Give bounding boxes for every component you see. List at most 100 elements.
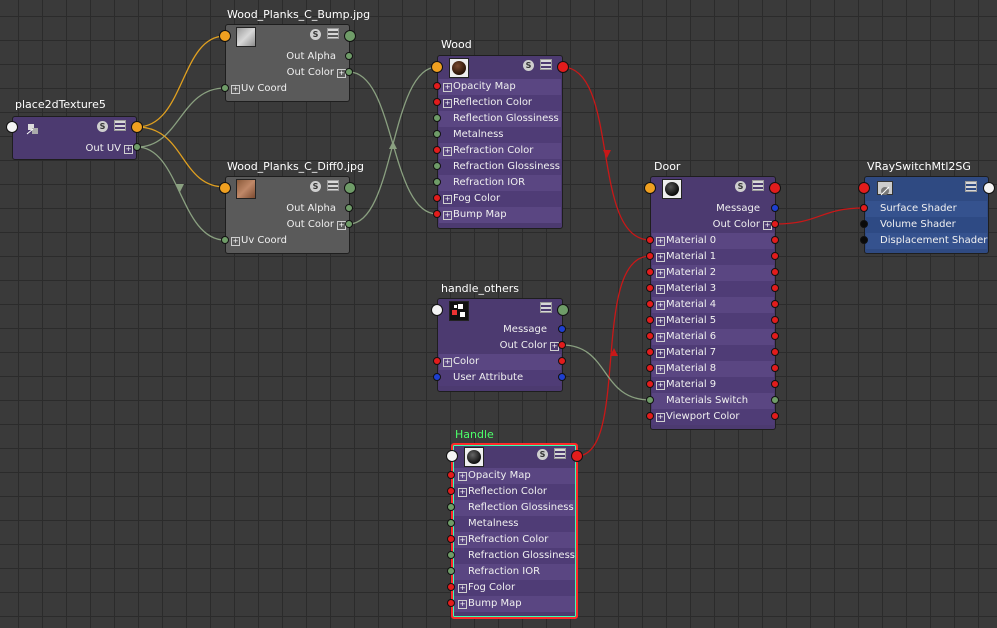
expand-icon[interactable]: + — [656, 333, 665, 342]
handleothers-outcolor-port[interactable] — [558, 341, 566, 349]
expand-icon[interactable]: + — [443, 358, 452, 367]
expand-icon[interactable]: + — [656, 253, 665, 262]
bump-outcolor-port[interactable] — [345, 68, 353, 76]
wood-metalness-port[interactable] — [433, 130, 441, 138]
door-mat3-in-port[interactable] — [646, 284, 654, 292]
door-outcolor-port[interactable] — [771, 220, 779, 228]
handle-reflcolor-port[interactable] — [447, 487, 455, 495]
expand-icon[interactable]: + — [656, 285, 665, 294]
door-mat1-in-port[interactable] — [646, 252, 654, 260]
door-mat0-out-port[interactable] — [771, 236, 779, 244]
wood-reflcolor-port[interactable] — [433, 98, 441, 106]
door-mat5-out-port[interactable] — [771, 316, 779, 324]
handleothers-input-port[interactable] — [431, 304, 443, 316]
door-mat4-in-port[interactable] — [646, 300, 654, 308]
expand-icon[interactable]: + — [443, 83, 452, 92]
expand-icon[interactable]: + — [458, 472, 467, 481]
handle-fogcolor-port[interactable] — [447, 583, 455, 591]
handle-metalness-port[interactable] — [447, 519, 455, 527]
door-mat9-in-port[interactable] — [646, 380, 654, 388]
expand-icon[interactable]: + — [443, 211, 452, 220]
vray-input-port[interactable] — [858, 182, 870, 194]
attr-menu-icon[interactable] — [554, 448, 566, 459]
swatch-s-icon[interactable]: S — [310, 181, 321, 192]
wood-refrgloss-port[interactable] — [433, 162, 441, 170]
swatch-s-icon[interactable]: S — [310, 29, 321, 40]
bump-output-port[interactable] — [344, 30, 356, 42]
door-mat8-out-port[interactable] — [771, 364, 779, 372]
expand-icon[interactable]: + — [656, 269, 665, 278]
handle-output-port[interactable] — [571, 450, 583, 462]
wood-output-port[interactable] — [557, 61, 569, 73]
vray-surface-port[interactable] — [860, 204, 868, 212]
door-viewport-in-port[interactable] — [646, 412, 654, 420]
handle-refrcolor-port[interactable] — [447, 535, 455, 543]
handle-refrgloss-port[interactable] — [447, 551, 455, 559]
node-wood-material[interactable]: S +Opacity Map +Reflection Color Reflect… — [437, 55, 563, 229]
diff-outalpha-port[interactable] — [345, 204, 353, 212]
swatch-s-icon[interactable]: S — [97, 121, 108, 132]
expand-icon[interactable]: + — [458, 488, 467, 497]
expand-icon[interactable]: + — [656, 317, 665, 326]
expand-icon[interactable]: + — [458, 584, 467, 593]
vray-volume-port[interactable] — [860, 220, 868, 228]
vray-displacement-port[interactable] — [860, 236, 868, 244]
node-vray-shading-group[interactable]: Surface Shader Volume Shader Displacemen… — [864, 176, 989, 254]
door-mat8-in-port[interactable] — [646, 364, 654, 372]
expand-icon[interactable]: + — [124, 145, 133, 154]
swatch-s-icon[interactable]: S — [523, 60, 534, 71]
expand-icon[interactable]: + — [656, 365, 665, 374]
expand-icon[interactable]: + — [231, 237, 240, 246]
bump-input-port[interactable] — [219, 30, 231, 42]
attr-menu-icon[interactable] — [114, 120, 126, 131]
bump-uvcoord-port[interactable] — [221, 84, 229, 92]
door-mat5-in-port[interactable] — [646, 316, 654, 324]
expand-icon[interactable]: + — [458, 536, 467, 545]
expand-icon[interactable]: + — [656, 349, 665, 358]
handle-opacitymap-port[interactable] — [447, 471, 455, 479]
door-output-port[interactable] — [769, 182, 781, 194]
handleothers-userattr-in-port[interactable] — [433, 373, 441, 381]
handle-input-port[interactable] — [446, 450, 458, 462]
door-input-port[interactable] — [644, 182, 656, 194]
attr-menu-icon[interactable] — [327, 28, 339, 39]
bump-outalpha-port[interactable] — [345, 52, 353, 60]
handleothers-message-port[interactable] — [558, 325, 566, 333]
vray-output-port[interactable] — [983, 182, 995, 194]
attr-menu-icon[interactable] — [540, 59, 552, 70]
wood-fogcolor-port[interactable] — [433, 194, 441, 202]
node-diff-texture[interactable]: S Out Alpha Out Color + + Uv Coord — [225, 176, 350, 254]
node-bump-texture[interactable]: S Out Alpha Out Color + + Uv Coord — [225, 24, 350, 102]
expand-icon[interactable]: + — [231, 85, 240, 94]
diff-input-port[interactable] — [219, 182, 231, 194]
expand-icon[interactable]: + — [443, 147, 452, 156]
door-mat2-out-port[interactable] — [771, 268, 779, 276]
expand-icon[interactable]: + — [458, 600, 467, 609]
door-mat2-in-port[interactable] — [646, 268, 654, 276]
diff-uvcoord-port[interactable] — [221, 236, 229, 244]
expand-icon[interactable]: + — [656, 237, 665, 246]
handleothers-color-in-port[interactable] — [433, 357, 441, 365]
diff-output-port[interactable] — [344, 182, 356, 194]
swatch-s-icon[interactable]: S — [537, 449, 548, 460]
expand-icon[interactable]: + — [443, 99, 452, 108]
wood-bumpmap-port[interactable] — [433, 210, 441, 218]
place2d-outuv-port[interactable] — [133, 143, 141, 151]
node-handle-material[interactable]: S +Opacity Map +Reflection Color Reflect… — [451, 443, 578, 619]
door-viewport-out-port[interactable] — [771, 412, 779, 420]
node-door-switch-material[interactable]: S Message Out Color + +Material 0 +Mater… — [650, 176, 776, 430]
expand-icon[interactable]: + — [443, 195, 452, 204]
wood-reflgloss-port[interactable] — [433, 114, 441, 122]
handleothers-userattr-out-port[interactable] — [558, 373, 566, 381]
door-mat6-in-port[interactable] — [646, 332, 654, 340]
attr-menu-icon[interactable] — [327, 180, 339, 191]
wood-opacitymap-port[interactable] — [433, 82, 441, 90]
door-mat0-in-port[interactable] — [646, 236, 654, 244]
expand-icon[interactable]: + — [656, 301, 665, 310]
door-mat7-out-port[interactable] — [771, 348, 779, 356]
handleothers-color-out-port[interactable] — [558, 357, 566, 365]
handle-refrior-port[interactable] — [447, 567, 455, 575]
door-mat3-out-port[interactable] — [771, 284, 779, 292]
door-mat6-out-port[interactable] — [771, 332, 779, 340]
swatch-s-icon[interactable]: S — [735, 181, 746, 192]
